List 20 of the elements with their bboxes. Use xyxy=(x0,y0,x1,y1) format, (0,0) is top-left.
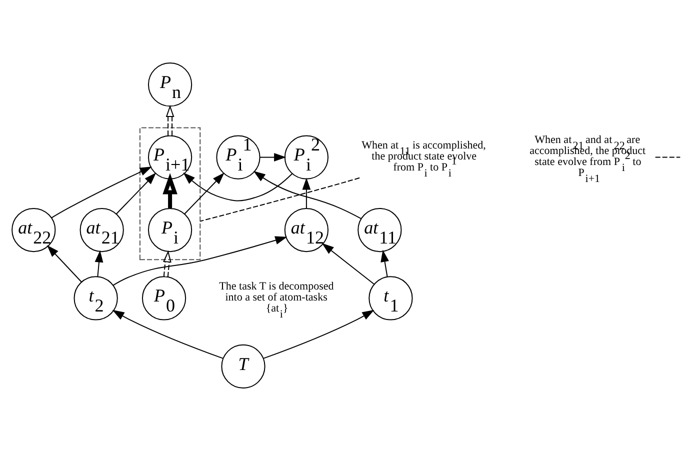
arrow xyxy=(46,244,82,282)
arrow xyxy=(116,172,156,214)
arrow xyxy=(162,250,172,276)
arrow xyxy=(302,177,311,208)
arrow xyxy=(113,236,288,286)
arrow xyxy=(166,104,174,135)
arrow xyxy=(322,242,374,284)
arrow xyxy=(184,172,224,214)
arrow xyxy=(260,152,286,162)
node-circle: T xyxy=(221,344,266,388)
arrow xyxy=(51,166,152,218)
arrow xyxy=(380,249,389,276)
arrow xyxy=(183,172,293,201)
connector xyxy=(655,156,680,158)
arrow xyxy=(112,309,224,358)
connector xyxy=(200,176,360,222)
arrow xyxy=(94,250,104,276)
arrow xyxy=(253,170,362,219)
arrow xyxy=(263,309,374,358)
arrow xyxy=(162,172,178,208)
